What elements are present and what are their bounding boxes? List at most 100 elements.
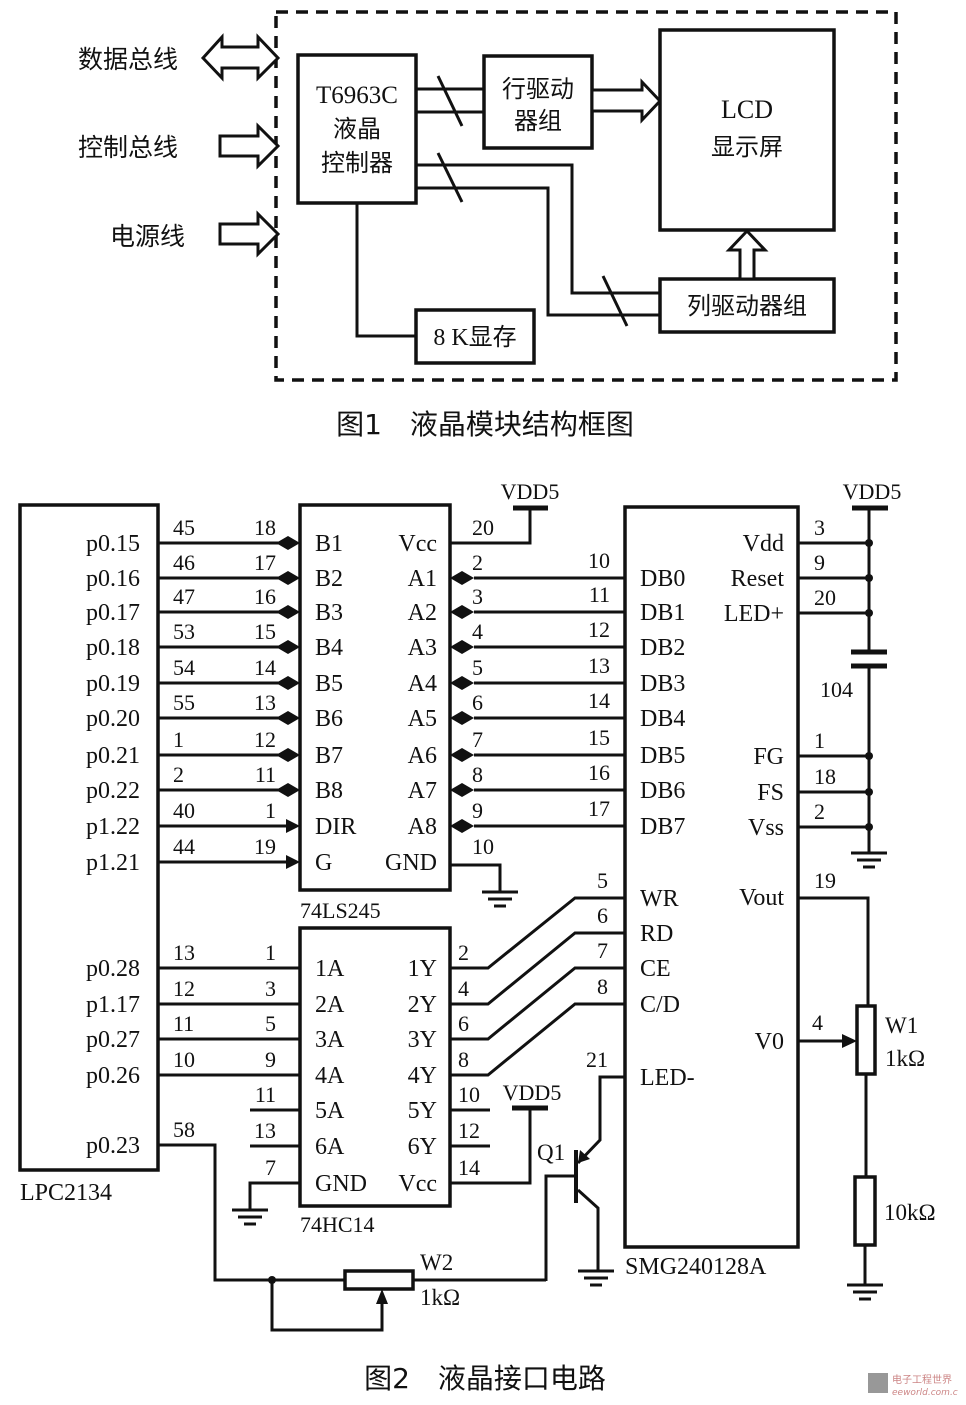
mcu-port-label: p0.15 (86, 531, 140, 557)
eeworld-watermark-logo: 电子工程世界 eeworld.com.cn (868, 1370, 958, 1400)
buffer-pin-label: A6 (408, 743, 437, 769)
vcc-wire (450, 1108, 532, 1185)
bidirectional-marker-icon (450, 571, 474, 585)
buffer-pin-label: B5 (315, 671, 343, 697)
q1-emitter-wire (576, 1075, 625, 1165)
buffer-pin-number: 13 (254, 690, 276, 715)
row-driver-label-1: 行驱动 (502, 75, 574, 103)
mcu-pin-number: 40 (173, 798, 195, 823)
buffer-pin-label: A3 (408, 635, 437, 661)
inverter-pin-label: 3A (315, 1027, 345, 1053)
buffer-pin-number: 2 (472, 550, 483, 575)
ground-symbol-icon (482, 890, 518, 908)
wiper-arrow-icon (376, 1289, 388, 1304)
lcd-pin-number: 20 (814, 585, 836, 610)
74ls245-pins: B1B2B3B4B5B6B7B8DIRGVcc20A12A23A34A45A56… (315, 515, 625, 876)
control-bus-label: 控制总线 (78, 133, 178, 162)
inverter-pin-number: 1 (265, 940, 276, 965)
bus-slash-mark (436, 75, 464, 127)
mcu-pin-number: 58 (173, 1117, 195, 1142)
buffer-pin-number: 7 (472, 727, 483, 752)
mcu-port-label: p0.21 (86, 743, 140, 769)
power-arrow-icon (218, 210, 281, 258)
bidirectional-marker-icon (276, 783, 300, 797)
lcd-pin-number: 1 (814, 728, 825, 753)
gnd-wire (450, 863, 502, 892)
bidirectional-marker-icon (450, 819, 474, 833)
buffer-pin-number: 17 (254, 550, 276, 575)
buffer-pin-number: 15 (254, 619, 276, 644)
lcd-pin-label: FS (757, 780, 784, 806)
ground-symbol-icon (578, 1269, 614, 1287)
lpc2134-chip (18, 503, 160, 1172)
row-to-lcd-arrow-icon (590, 78, 663, 124)
mcu-port-label: p1.21 (86, 850, 140, 876)
lcd-label-1: LCD (721, 95, 773, 124)
w2-value: 1kΩ (420, 1285, 460, 1310)
inverter-pin-number: 7 (265, 1155, 276, 1180)
ctrl-to-vram-line (355, 203, 416, 338)
ctrl-to-col-bus-2 (416, 186, 660, 317)
input-arrow-icon (286, 819, 300, 833)
capacitor-value: 104 (820, 677, 853, 702)
buffer-pin-label: B1 (315, 531, 343, 557)
lcd-pin-label: C/D (640, 992, 680, 1018)
lcd-pin-label: DB5 (640, 743, 685, 769)
w1-value: 1kΩ (885, 1046, 925, 1071)
mcu-port-label: p0.26 (86, 1063, 140, 1089)
buffer-pin-number: 14 (254, 655, 276, 680)
bidirectional-marker-icon (276, 536, 300, 550)
w1-potentiometer (855, 1004, 877, 1076)
bidirectional-marker-icon (450, 711, 474, 725)
row-driver-label-2: 器组 (514, 107, 562, 135)
lcd-pin-label: Vss (748, 815, 784, 841)
smg240128a-lcd-module (623, 505, 800, 1249)
buffer-pin-number: 6 (472, 690, 483, 715)
mcu-port-label: p0.28 (86, 956, 140, 982)
lcd-pin-number: 21 (586, 1047, 608, 1072)
lcd-pin-label: WR (640, 886, 679, 912)
buffer-pin-number: 19 (254, 834, 276, 859)
inverter-to-lcd-wires (450, 896, 625, 1077)
lcd-pin-number: 9 (814, 550, 825, 575)
lcd-left-pins: DB010DB111DB212DB313DB414DB515DB616DB717… (586, 548, 695, 1091)
inverter-pin-label: GND (315, 1171, 367, 1197)
bidirectional-marker-icon (276, 676, 300, 690)
mcu-pin-number: 44 (173, 834, 195, 859)
buffer-pin-label: B3 (315, 600, 343, 626)
bidirectional-marker-icon (450, 748, 474, 762)
bidirectional-marker-icon (276, 711, 300, 725)
buffer-pin-label: A4 (408, 671, 437, 697)
buffer-pin-number: 16 (254, 584, 276, 609)
inverter-pin-number: 9 (265, 1047, 276, 1072)
buffer-pin-number: 18 (254, 515, 276, 540)
74hc14-label: 74HC14 (300, 1212, 375, 1237)
mcu-port-label: p0.23 (86, 1133, 140, 1159)
74hc14-pins: 1A2A3A4A5A6AGND1Y22Y43Y64Y85Y106Y12Vcc14… (250, 940, 490, 1197)
buffer-pin-label: GND (385, 850, 437, 876)
vout-pin-number: 19 (814, 868, 836, 893)
bidirectional-marker-icon (450, 676, 474, 690)
inverter-pin-label: Vcc (398, 1171, 437, 1197)
lpc2134-label: LPC2134 (20, 1180, 112, 1206)
control-bus-arrow-icon (218, 122, 281, 170)
column-driver-box (658, 277, 836, 334)
p023-wire (158, 1143, 345, 1282)
figure1-caption: 图1 液晶模块结构框图 (336, 408, 634, 441)
lcd-pin-number: 3 (814, 515, 825, 540)
buffer-pin-label: A7 (408, 778, 437, 804)
q1-label: Q1 (537, 1140, 565, 1165)
lcd-label-2: 显示屏 (711, 133, 783, 161)
lcd-pin-number: 6 (597, 903, 608, 928)
mcu-pin-number: 55 (173, 690, 195, 715)
inverter-pin-number: 5 (265, 1011, 276, 1036)
inverter-pin-label: 6Y (408, 1134, 437, 1160)
lcd-pin-label: FG (753, 744, 784, 770)
lcd-pin-label: DB6 (640, 778, 685, 804)
mcu-port-label: p1.17 (86, 992, 140, 1018)
input-arrow-icon (286, 855, 300, 869)
inverter-pin-label: 2A (315, 992, 345, 1018)
bidirectional-marker-icon (276, 605, 300, 619)
buffer-pin-number: 4 (472, 619, 483, 644)
